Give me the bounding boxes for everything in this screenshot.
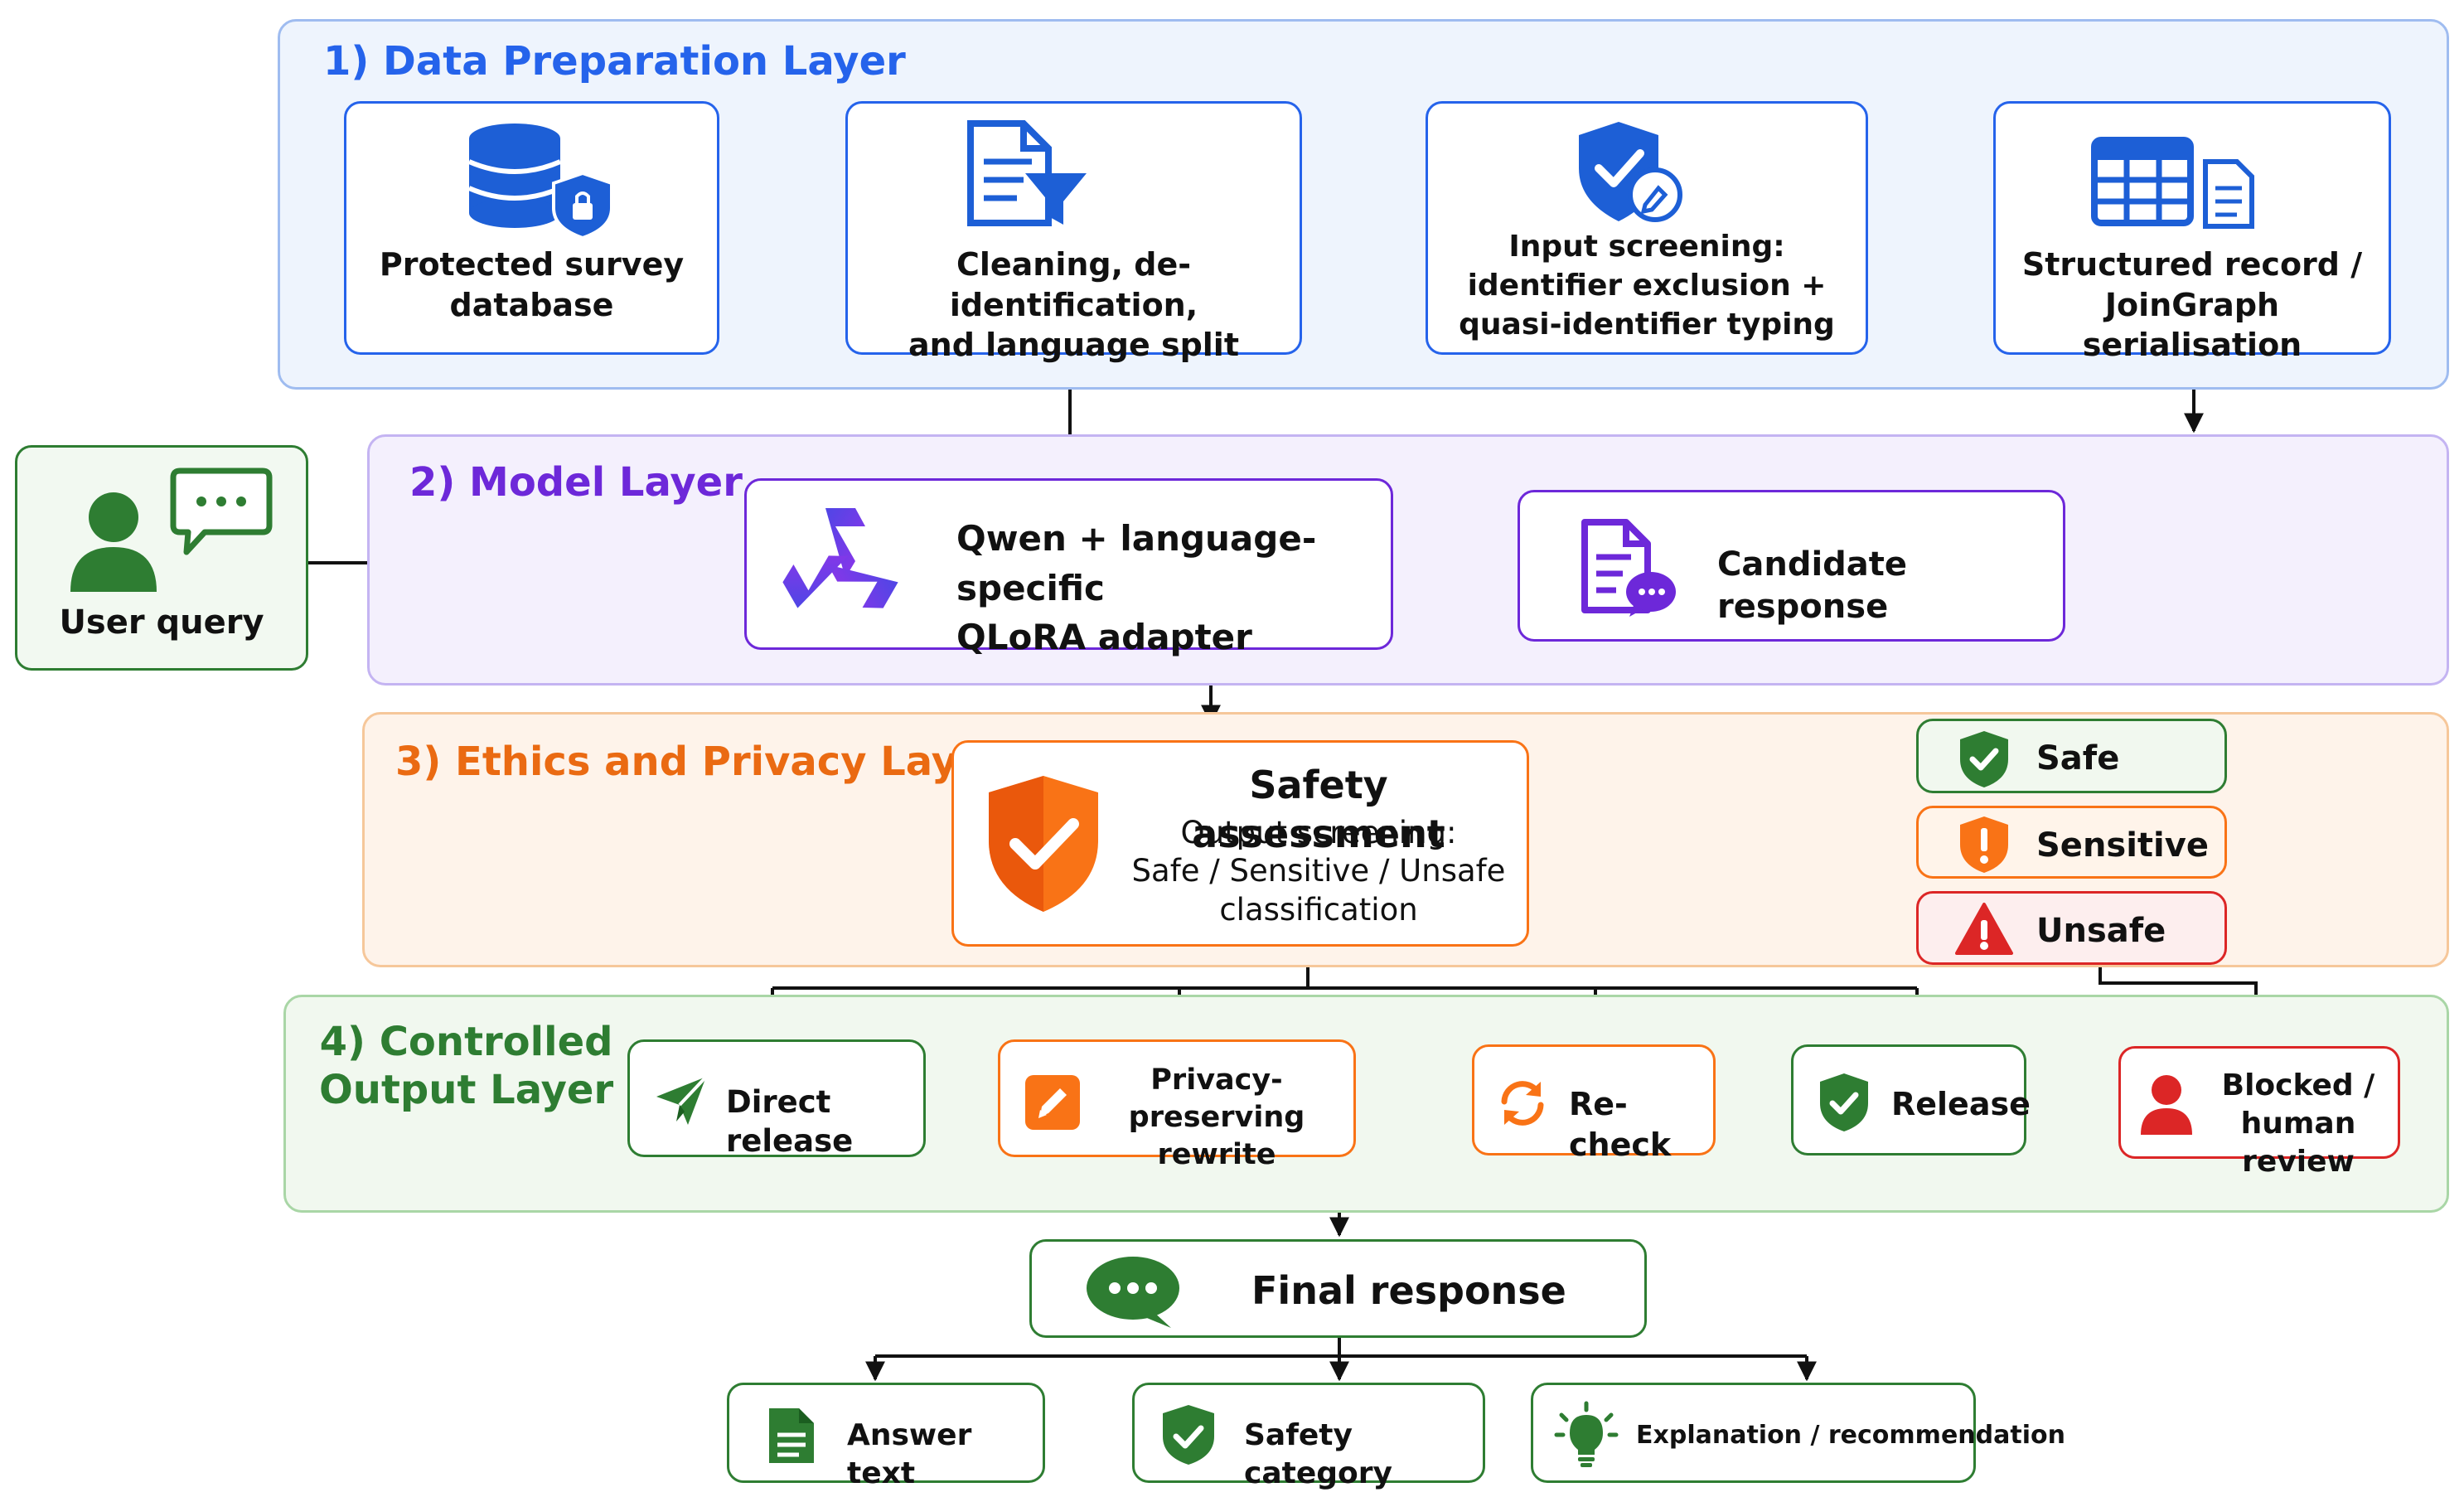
cleaning-label: Cleaning, de-identification, and languag… bbox=[908, 246, 1239, 364]
input-screening-node: Input screening: identifier exclusion + … bbox=[1426, 101, 1868, 355]
model-layer bbox=[367, 434, 2449, 686]
release-label: Release bbox=[1891, 1086, 2031, 1122]
shield-check-icon bbox=[989, 776, 1098, 912]
shield-check-icon bbox=[1163, 1405, 1214, 1465]
sensitive-class-node: Sensitive bbox=[1916, 806, 2227, 879]
safety-assessment-title: Safety assessment bbox=[1192, 763, 1445, 856]
table-document-icon bbox=[2091, 137, 2254, 229]
controlled-output-layer-title: 4) Controlled Output Layer bbox=[319, 1019, 614, 1113]
user-icon bbox=[2141, 1075, 2192, 1135]
explanation-label: Explanation / recommendation bbox=[1636, 1421, 2065, 1450]
candidate-response-node: Candidate response bbox=[1518, 490, 2065, 642]
sensitive-class-label: Sensitive bbox=[2036, 826, 2209, 865]
recheck-node: Re-check bbox=[1472, 1044, 1716, 1163]
safety-assessment-node: Safety assessment Output screening: Safe… bbox=[951, 740, 1529, 947]
qwen-adapter-label: Qwen + language-specific QLoRA adapter bbox=[956, 518, 1317, 658]
recheck-label: Re-check bbox=[1569, 1086, 1672, 1163]
structured-record-label: Structured record / JoinGraph serialisat… bbox=[2021, 246, 2363, 364]
answer-text-node: Answer text bbox=[727, 1383, 1045, 1490]
database-shield-icon bbox=[467, 124, 613, 240]
qwen-adapter-node: Qwen + language-specific QLoRA adapter bbox=[744, 478, 1393, 657]
input-screening-label: Input screening: identifier exclusion + … bbox=[1459, 230, 1835, 342]
safe-class-node: Safe bbox=[1916, 719, 2227, 793]
safe-class-label: Safe bbox=[2036, 739, 2120, 778]
cleaning-node: Cleaning, de-identification, and languag… bbox=[845, 101, 1302, 363]
warning-triangle-icon bbox=[1955, 903, 2013, 955]
ethics-privacy-layer-title: 3) Ethics and Privacy Layer bbox=[395, 739, 1004, 785]
final-response-label: Final response bbox=[1251, 1268, 1566, 1313]
unsafe-class-node: Unsafe bbox=[1916, 891, 2227, 965]
user-query-node: User query bbox=[15, 445, 308, 671]
shield-check-icon bbox=[1820, 1073, 1868, 1131]
safety-assessment-description: Output screening: Safe / Sensitive / Uns… bbox=[1131, 815, 1506, 928]
structured-record-node: Structured record / JoinGraph serialisat… bbox=[1993, 101, 2391, 363]
explanation-node: Explanation / recommendation bbox=[1531, 1383, 2065, 1483]
model-layer-title: 2) Model Layer bbox=[409, 459, 743, 506]
document-chat-icon bbox=[1581, 519, 1676, 617]
lightbulb-icon bbox=[1554, 1401, 1619, 1467]
shield-check-icon bbox=[1960, 731, 2008, 787]
paper-plane-icon bbox=[656, 1075, 708, 1125]
qwen-logo-icon bbox=[782, 508, 898, 608]
blocked-review-node: Blocked / human review bbox=[2118, 1046, 2400, 1179]
chat-bubble-icon bbox=[1087, 1257, 1179, 1328]
privacy-rewrite-label: Privacy-preserving rewrite bbox=[1128, 1063, 1305, 1171]
final-response-node: Final response bbox=[1029, 1239, 1647, 1338]
blocked-review-label: Blocked / human review bbox=[2221, 1068, 2375, 1180]
pencil-icon bbox=[1025, 1075, 1080, 1130]
privacy-rewrite-node: Privacy-preserving rewrite bbox=[998, 1039, 1356, 1171]
shield-exclamation-icon bbox=[1960, 816, 2008, 873]
release-node: Release bbox=[1791, 1044, 2031, 1155]
safety-category-label: Safety category bbox=[1244, 1418, 1392, 1491]
user-query-label: User query bbox=[59, 603, 264, 642]
document-icon bbox=[769, 1408, 814, 1463]
survey-database-label: Protected survey database bbox=[379, 246, 685, 323]
answer-text-label: Answer text bbox=[847, 1418, 972, 1491]
survey-database-node: Protected survey database bbox=[344, 101, 719, 355]
candidate-response-label: Candidate response bbox=[1717, 545, 1908, 627]
safety-category-node: Safety category bbox=[1132, 1383, 1485, 1490]
unsafe-class-label: Unsafe bbox=[2036, 912, 2166, 950]
shield-check-icon bbox=[1579, 122, 1682, 222]
refresh-icon bbox=[1501, 1081, 1544, 1126]
direct-release-label: Direct release bbox=[726, 1084, 854, 1160]
direct-release-node: Direct release bbox=[627, 1039, 926, 1159]
user-chat-icon bbox=[70, 468, 273, 592]
document-filter-icon bbox=[967, 120, 1087, 226]
data-preparation-layer-title: 1) Data Preparation Layer bbox=[323, 38, 906, 85]
